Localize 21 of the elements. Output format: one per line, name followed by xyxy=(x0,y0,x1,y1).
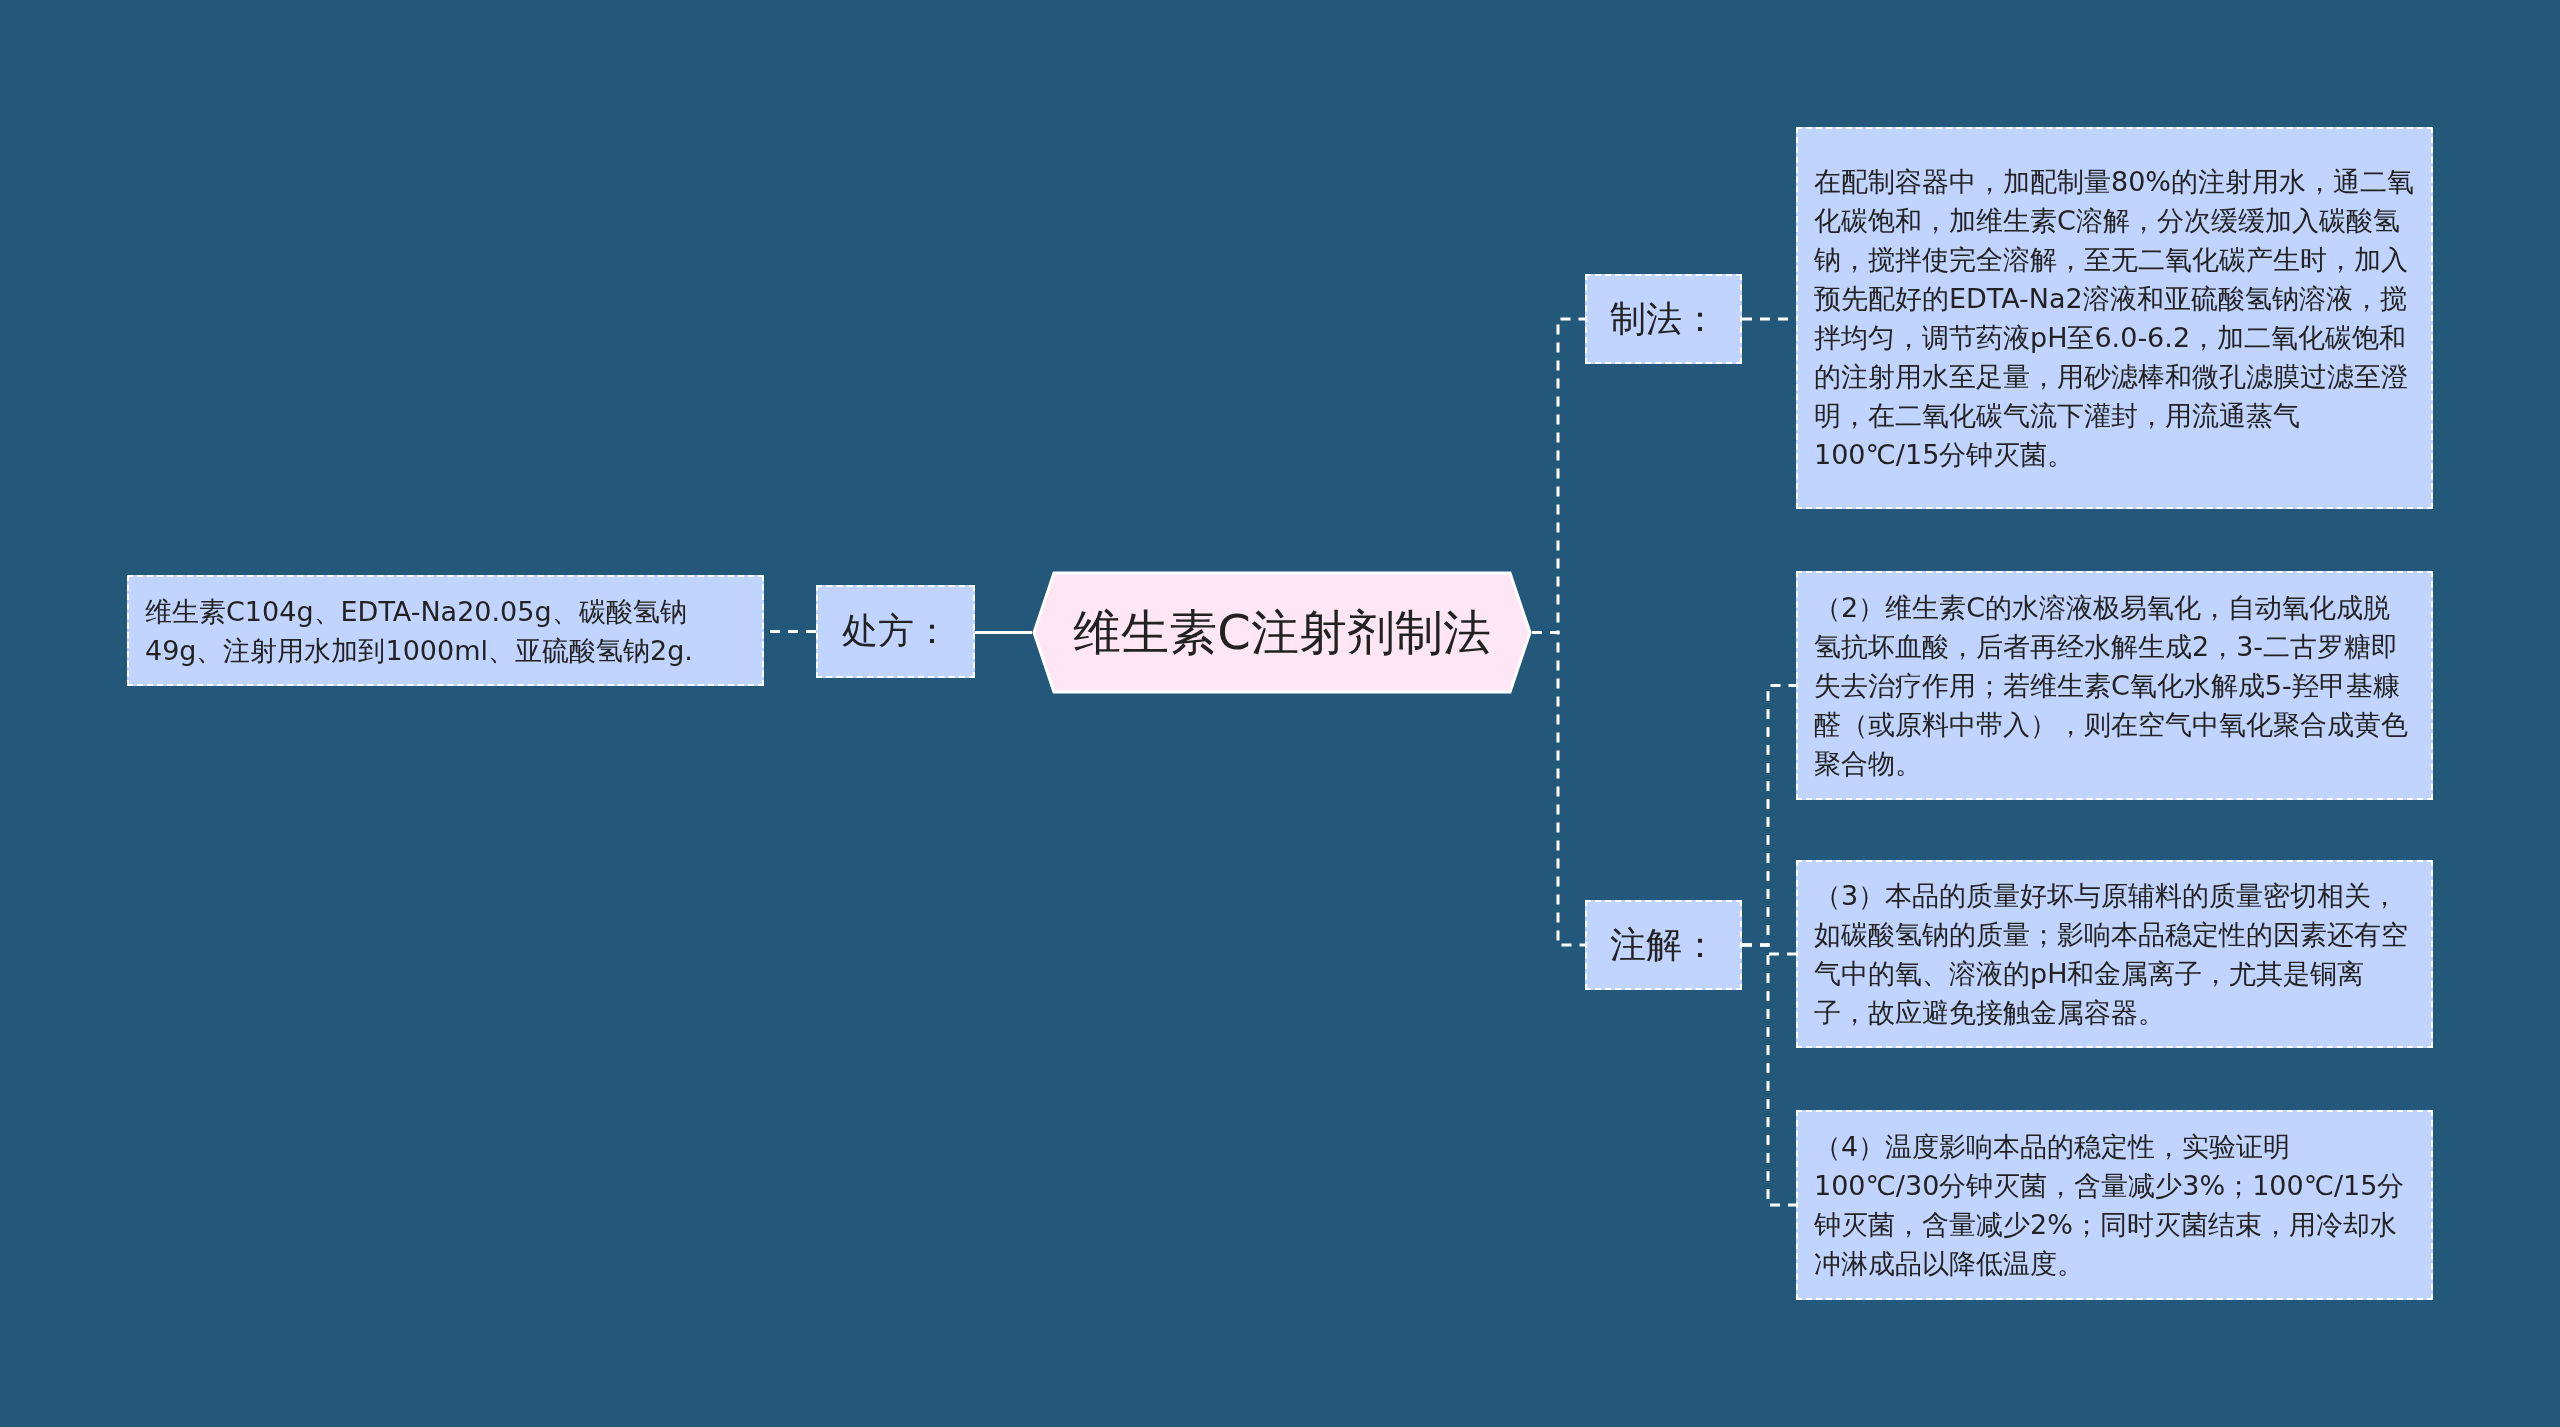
central-topic-hexagon xyxy=(1032,571,1532,694)
connector-line xyxy=(1532,631,1585,947)
detail-text: （2）维生素C的水溶液极易氧化，自动氧化成脱氢抗坏血酸，后者再经水解生成2，3-二古罗糖即失去治疗作用；若维生素C氧化水解成5-羟甲基糠醛（或原料中带入），则在空气中氧化聚合成黄色聚合物。 xyxy=(1814,591,2409,781)
detail-text-box xyxy=(127,575,764,686)
detail-text-box xyxy=(1796,571,2433,800)
topic-label: 制法： xyxy=(1609,296,1718,341)
detail-text: （3）本品的质量好坏与原辅料的质量密切相关，如碳酸氢钠的质量；影响本品稳定性的因素还有空气中的氧、溶液的pH和金属离子，尤其是铜离子，故应避免接触金属容器。 xyxy=(1814,879,2409,1030)
detail-text: 维生素C104g、EDTA-Na20.05g、碳酸氢钠49g、注射用水加到1000ml、亚硫酸氢钠2g. xyxy=(145,594,694,668)
detail-text: （4）温度影响本品的稳定性，实验证明100℃/30分钟灭菌，含量减少3%；100℃/15分钟灭菌，含量减少2%；同时灭菌结束，用冷却水冲淋成品以降低温度。 xyxy=(1814,1130,2406,1281)
topic-label: 处方： xyxy=(841,609,950,653)
detail-text-box xyxy=(1796,127,2433,509)
detail-text-box xyxy=(1796,1110,2433,1300)
connector-line xyxy=(975,631,1032,634)
topic-label: 注解： xyxy=(1609,922,1718,967)
detail-text-box xyxy=(1796,860,2433,1048)
branch-topic-box xyxy=(816,585,975,678)
detail-text: 在配制容器中，加配制量80%的注射用水，通二氧化碳饱和，加维生素C溶解，分次缓缓加入碳酸氢钠，搅拌使完全溶解，至无二氧化碳产生时，加入预先配好的EDTA-Na2溶液和亚硫酸氢钠溶液，搅拌均匀，调节药液pH至6.0-6.2，加二氧化碳饱和的注射用水至足量，用砂滤棒和微孔滤膜过滤至澄明，在二氧化碳气流下灌封，用流通蒸气100℃/15分钟灭菌。 xyxy=(1814,165,2415,472)
connector-line xyxy=(1742,943,1796,1207)
branch-topic-box xyxy=(1585,274,1742,364)
branch-topic-box xyxy=(1585,900,1742,990)
topic-label: 维生素C注射剂制法 xyxy=(1073,602,1491,662)
